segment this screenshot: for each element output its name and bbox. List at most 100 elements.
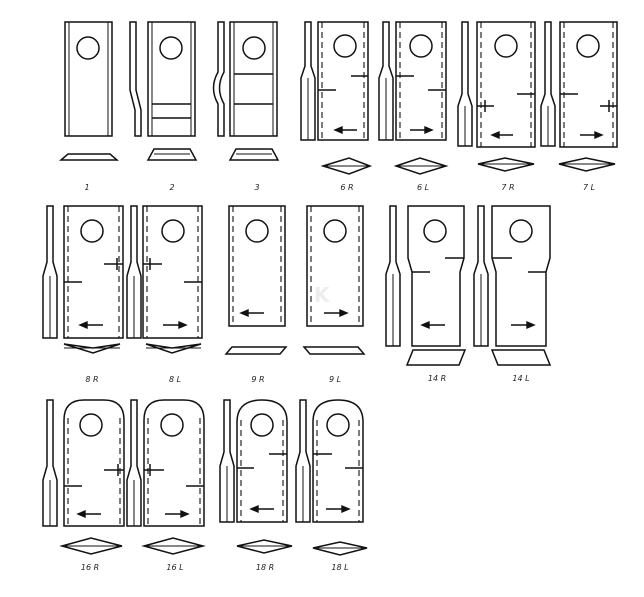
label-6l: 6 L (417, 183, 429, 192)
blade-16r-body (63, 399, 125, 527)
arrow-right-icon (165, 509, 190, 519)
blade-8l: 8 L (126, 205, 203, 384)
blade-18r-body (236, 399, 288, 523)
blade-8l-body (142, 205, 203, 339)
blade-6r: 6 R (300, 21, 373, 192)
label-9l: 9 L (329, 375, 341, 384)
blade-18r-bolt-hole (250, 413, 274, 437)
blade-6l: 6 L (378, 21, 449, 192)
blade-6r-side-view (300, 21, 316, 141)
blade-3-bolt-hole (242, 36, 266, 60)
watermark-logo: K (314, 283, 331, 307)
arrow-left-icon (78, 320, 103, 330)
blade-14l-side-view (473, 205, 489, 347)
blade-9l-body (306, 205, 364, 327)
blade-16r-bolt-hole (79, 413, 103, 437)
blade-2-body (147, 21, 196, 137)
label-18l: 18 L (331, 563, 348, 572)
blade-8r: 8 R (42, 205, 124, 384)
label-6r: 6 R (340, 183, 353, 192)
arrow-right-icon (511, 320, 536, 330)
arrow-right-icon (410, 125, 434, 135)
blade-2-side-view (129, 21, 142, 137)
blade-16r-side-view (42, 399, 58, 527)
arrow-left-icon (490, 130, 513, 140)
label-16l: 16 L (166, 563, 183, 572)
arrow-left-icon (76, 509, 101, 519)
blade-6l-side-view (378, 21, 394, 141)
blade-14r: 14 R (385, 205, 467, 383)
label-18r: 18 R (256, 563, 274, 572)
blade-18l-side-view (295, 399, 311, 523)
blade-7r-body (476, 21, 536, 148)
blade-8l-side-view (126, 205, 142, 339)
blade-1: 1 (58, 21, 120, 192)
blade-6r-bolt-hole (333, 34, 357, 58)
blade-9r-bolt-hole (245, 219, 269, 243)
blade-9r: 9 R (224, 205, 288, 384)
blade-8r-side-view (42, 205, 58, 339)
blade-14l-body (491, 205, 551, 347)
blade-14r-bolt-hole (423, 219, 447, 243)
blade-7l-bolt-hole (576, 34, 600, 58)
blade-9l-section (302, 346, 366, 355)
blade-14r-side-view (385, 205, 401, 347)
label-14r: 14 R (428, 374, 446, 383)
label-8r: 8 R (85, 375, 98, 384)
arrow-left-icon (239, 308, 264, 318)
blade-18r: 18 R (219, 399, 293, 572)
blade-8r-bolt-hole (80, 219, 104, 243)
label-7l: 7 L (583, 183, 595, 192)
blade-3-body (229, 21, 278, 137)
label-3: 3 (254, 183, 259, 192)
blade-1-body (64, 21, 113, 137)
blade-7l-side-view (540, 21, 556, 147)
arrow-left-icon (333, 125, 357, 135)
blade-1-bolt-hole (76, 36, 100, 60)
blade-18l: 18 L (295, 399, 368, 572)
blade-7l-body (559, 21, 618, 148)
blade-18l-body (312, 399, 364, 523)
arrow-right-icon (580, 130, 604, 140)
blade-7l: 7 L (540, 21, 618, 192)
blade-9r-body (228, 205, 286, 327)
label-1: 1 (84, 183, 89, 192)
blade-14r-body (407, 205, 465, 347)
blade-3-section (228, 148, 280, 161)
label-16r: 16 R (81, 563, 99, 572)
blade-16l-side-view (126, 399, 142, 527)
blade-2-bolt-hole (159, 36, 183, 60)
blade-9l-bolt-hole (323, 219, 347, 243)
blade-16l: 16 L (126, 399, 206, 572)
blade-7r-bolt-hole (494, 34, 518, 58)
blade-16l-bolt-hole (160, 413, 184, 437)
blade-16l-body (143, 399, 205, 527)
label-7r: 7 R (501, 183, 514, 192)
blade-3: 3 (212, 21, 280, 192)
blade-8r-section (63, 343, 121, 354)
blade-8l-section (145, 343, 202, 354)
arrow-left-icon (420, 320, 445, 330)
label-14l: 14 L (512, 374, 529, 383)
blade-14r-section (405, 349, 467, 366)
blade-6l-bolt-hole (409, 34, 433, 58)
blade-14l: 14 L (473, 205, 552, 383)
label-9r: 9 R (251, 375, 264, 384)
arrow-left-icon (249, 504, 274, 514)
blade-14l-bolt-hole (509, 219, 533, 243)
blade-7r-side-view (457, 21, 473, 147)
blade-8r-body (63, 205, 124, 339)
arrow-right-icon (324, 308, 349, 318)
blade-6r-body (317, 21, 369, 141)
blade-2-section (146, 148, 198, 161)
blade-9r-section (224, 346, 288, 355)
blade-1-section (58, 153, 120, 161)
label-2: 2 (169, 183, 174, 192)
arrow-right-icon (163, 320, 188, 330)
blade-2: 2 (129, 21, 198, 192)
blade-18l-bolt-hole (326, 413, 350, 437)
blade-8l-bolt-hole (161, 219, 185, 243)
blade-9l: 9 L (302, 205, 366, 384)
